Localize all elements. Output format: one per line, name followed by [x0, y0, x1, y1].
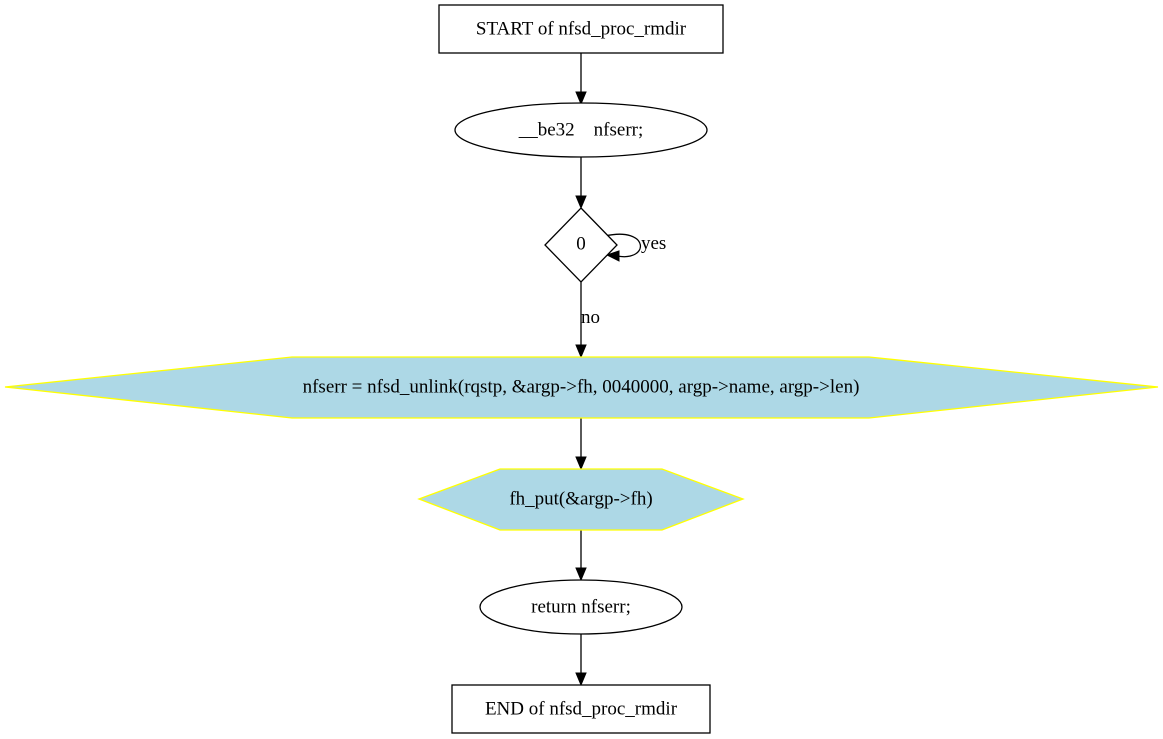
node-unlink-call-label: nfserr = nfsd_unlink(rqstp, &argp->fh, 0…: [303, 376, 860, 397]
edge-cond-to-unlink: [575, 282, 587, 359]
edge-decl-to-cond: [575, 157, 587, 210]
node-end: END of nfsd_proc_rmdir: [451, 684, 711, 734]
edge-unlink-to-fhput: [575, 418, 587, 471]
node-fh-put-call: fh_put(&argp->fh): [417, 468, 745, 531]
edge-start-to-decl: [575, 53, 587, 106]
node-unlink-call: nfserr = nfsd_unlink(rqstp, &argp->fh, 0…: [4, 356, 1159, 419]
edge-label-yes: yes: [641, 233, 666, 254]
node-fh-put-call-label: fh_put(&argp->fh): [509, 488, 652, 509]
node-return: return nfserr;: [479, 579, 683, 635]
node-start: START of nfsd_proc_rmdir: [438, 4, 724, 54]
edge-return-to-end: [575, 634, 587, 687]
node-declaration: __be32 nfserr;: [454, 102, 708, 158]
node-end-label: END of nfsd_proc_rmdir: [485, 698, 678, 719]
edge-cond-self-loop: [604, 233, 642, 262]
node-condition: 0: [544, 207, 618, 283]
node-declaration-label: __be32 nfserr;: [518, 119, 644, 140]
node-start-label: START of nfsd_proc_rmdir: [476, 18, 687, 39]
edge-label-no: no: [581, 307, 600, 328]
edge-fhput-to-return: [575, 530, 587, 582]
node-return-label: return nfserr;: [531, 596, 631, 617]
node-condition-label: 0: [576, 233, 586, 254]
